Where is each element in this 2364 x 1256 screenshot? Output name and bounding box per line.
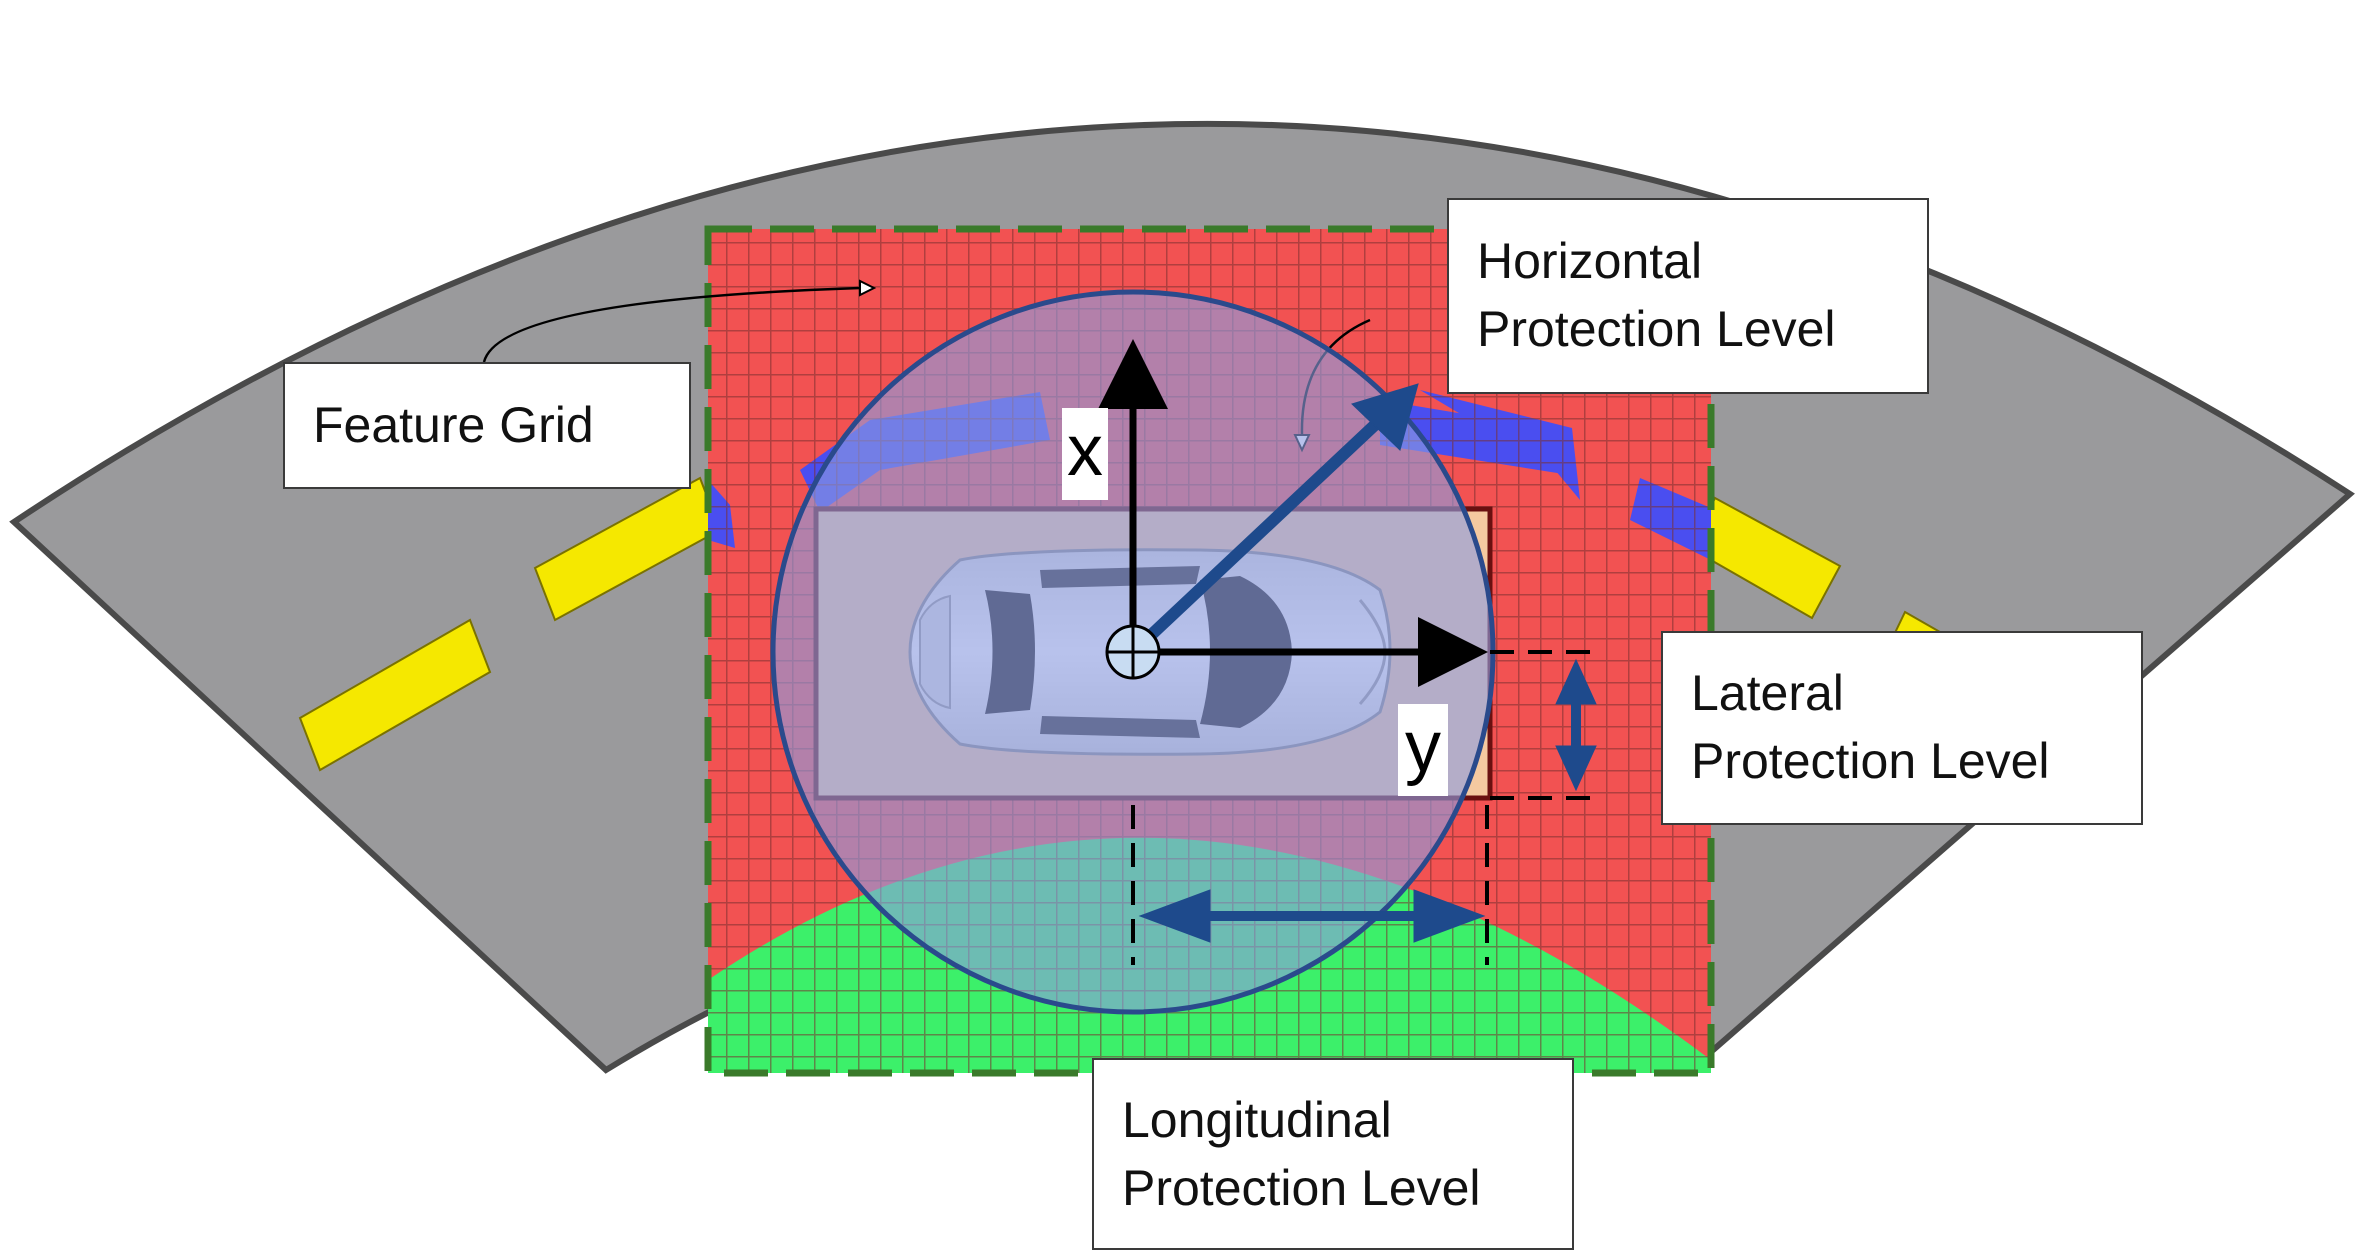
- protection-level-arrows: [1128, 383, 1597, 943]
- longitudinal-pl-arrowhead-right: [1413, 889, 1486, 943]
- horizontal-pl-line-1: Horizontal: [1477, 233, 1703, 289]
- horizontal-pl-line-2: Protection Level: [1477, 301, 1836, 357]
- longitudinal-pl-line-1: Longitudinal: [1122, 1092, 1392, 1148]
- lateral-pl-line-2: Protection Level: [1691, 733, 2050, 789]
- feature-grid-pointer: [482, 286, 861, 363]
- lateral-pl-arrowhead-top: [1555, 658, 1597, 705]
- horizontal-pl-arrowhead: [1351, 383, 1419, 451]
- feature-grid-callout: Feature Grid: [283, 362, 691, 489]
- longitudinal-protection-level-callout: Longitudinal Protection Level: [1092, 1058, 1574, 1250]
- horizontal-pl-arrow: [1128, 417, 1383, 657]
- lateral-pl-line-1: Lateral: [1691, 665, 1844, 721]
- feature-grid-pointer-head: [859, 279, 877, 297]
- longitudinal-pl-line-2: Protection Level: [1122, 1160, 1481, 1216]
- horizontal-protection-level-callout: Horizontal Protection Level: [1447, 198, 1929, 394]
- protection-guides: [1131, 650, 1594, 965]
- axis-x-label: x: [1062, 408, 1108, 500]
- feature-grid-label: Feature Grid: [313, 397, 594, 453]
- axis-y-label: y: [1398, 704, 1448, 796]
- vehicle-axes: [1098, 339, 1488, 687]
- lateral-pl-arrowhead-bottom: [1555, 745, 1597, 792]
- origin-marker-icon: [1105, 624, 1161, 680]
- lateral-protection-level-callout: Lateral Protection Level: [1661, 631, 2143, 825]
- longitudinal-pl-arrowhead-left: [1138, 889, 1211, 943]
- feature-grid-border: [704, 225, 1715, 1077]
